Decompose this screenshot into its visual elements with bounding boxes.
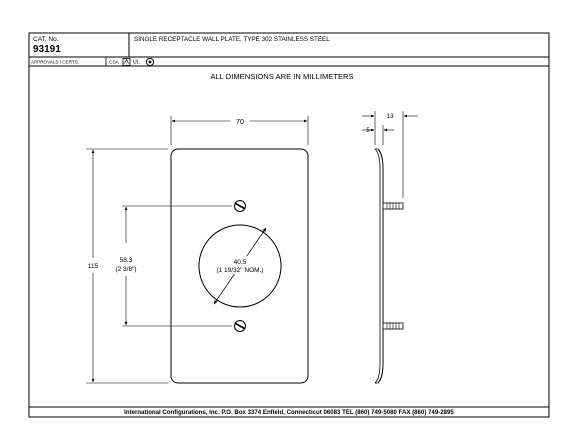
bottom-screw-icon — [234, 320, 246, 332]
profile-dimension: 5 — [366, 128, 370, 134]
footer-contact: International Configurations, Inc. P.O. … — [124, 409, 454, 416]
width-dimension: 70 — [236, 119, 244, 126]
cat-label: CAT. No. — [33, 36, 59, 43]
top-screw-icon — [234, 200, 246, 212]
opening-dimension-inch: (1 19/32" NOM.) — [216, 267, 263, 274]
csa-label: CSA — [109, 60, 120, 66]
opening-dimension: 40.5 — [234, 259, 247, 266]
description: SINGLE RECEPTACLE WALL PLATE, TYPE 302 S… — [134, 36, 330, 43]
ul-label: UL — [133, 60, 140, 66]
height-dimension: 115 — [88, 263, 99, 270]
side-screw-top-icon — [382, 202, 404, 210]
opening-label-mask — [212, 256, 268, 274]
ul-listing-mark-icon — [145, 57, 155, 67]
csa-logo-icon — [122, 58, 131, 66]
screw-spacing-dimension: 58.3 — [120, 257, 133, 264]
cat-number: 93191 — [33, 44, 61, 55]
approvals-label: APPROVALS / CERTS. — [31, 60, 79, 65]
side-view-outer-edge — [377, 148, 384, 384]
side-view-inner-edge — [374, 148, 381, 384]
side-screw-bottom-icon — [382, 322, 404, 330]
screw-spacing-dimension-inch: (2 3/8") — [115, 266, 136, 273]
depth-dimension: 13 — [386, 113, 394, 120]
dimension-note: ALL DIMENSIONS ARE IN MILLIMETERS — [210, 72, 353, 81]
